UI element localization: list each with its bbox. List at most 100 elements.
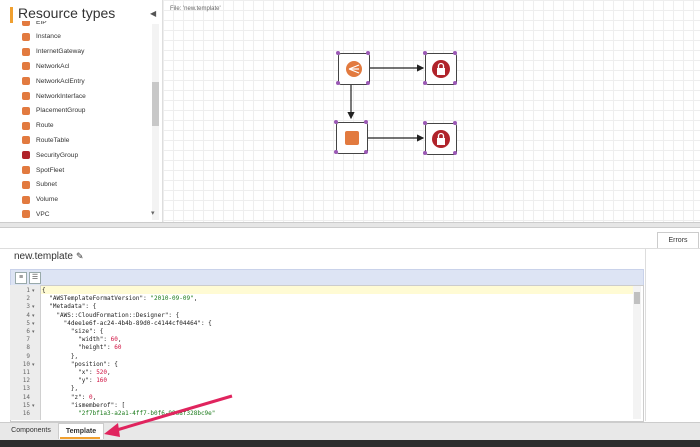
node-handle[interactable] bbox=[366, 51, 370, 55]
line-number: 16 bbox=[22, 410, 30, 417]
line-number: 9 bbox=[26, 352, 30, 360]
resource-item-label: EIP bbox=[36, 18, 47, 26]
resource-item[interactable]: Volume bbox=[22, 193, 58, 207]
node-handle[interactable] bbox=[364, 120, 368, 124]
security-group-node-2[interactable] bbox=[425, 123, 457, 155]
line-number: 1 bbox=[26, 287, 30, 294]
editor-scroll-thumb[interactable] bbox=[634, 292, 640, 304]
node-handle[interactable] bbox=[423, 81, 427, 85]
tab-components[interactable]: Components bbox=[11, 427, 51, 434]
resource-item[interactable]: RouteTable bbox=[22, 133, 69, 147]
node-handle[interactable] bbox=[423, 151, 427, 155]
node-handle[interactable] bbox=[453, 151, 457, 155]
node-handle[interactable] bbox=[453, 51, 457, 55]
load-balancer-node[interactable] bbox=[338, 53, 370, 85]
bottom-tab-bar bbox=[0, 422, 700, 440]
resource-icon bbox=[22, 106, 30, 115]
active-tab-indicator bbox=[60, 437, 100, 439]
resource-item[interactable]: PlacementGroup bbox=[22, 104, 85, 118]
line-number: 10 bbox=[22, 360, 30, 368]
resource-item-label: Volume bbox=[36, 196, 58, 204]
line-number: 7 bbox=[26, 336, 30, 344]
fold-toggle-icon[interactable]: ▾ bbox=[32, 288, 35, 294]
code-editor[interactable] bbox=[10, 285, 644, 422]
security-group-node-1[interactable] bbox=[425, 53, 457, 85]
line-number-gutter bbox=[10, 285, 41, 420]
resource-item[interactable]: Subnet bbox=[22, 178, 57, 192]
resource-icon bbox=[22, 180, 30, 189]
line-number: 4 bbox=[26, 311, 30, 319]
node-handle[interactable] bbox=[336, 81, 340, 85]
instance-node[interactable] bbox=[336, 122, 368, 154]
resource-item[interactable]: VPC bbox=[22, 207, 50, 221]
code-line: "position": { bbox=[42, 360, 118, 368]
resource-item-label: InternetGateway bbox=[36, 48, 85, 56]
editor-scrollbar[interactable] bbox=[633, 286, 641, 419]
resource-item-label: SecurityGroup bbox=[36, 151, 79, 159]
line-number: 5 bbox=[26, 319, 30, 327]
resource-item[interactable]: NetworkAcl bbox=[22, 59, 69, 73]
scroll-down-icon[interactable]: ▾ bbox=[151, 210, 155, 217]
resource-icon bbox=[22, 62, 30, 71]
resource-icon bbox=[22, 77, 30, 86]
resource-item-label: Instance bbox=[36, 33, 61, 41]
footer-bar bbox=[0, 440, 700, 447]
canvas-file-label: File: 'new.template' bbox=[170, 6, 221, 12]
wrap-icon[interactable]: ☰ bbox=[29, 272, 41, 284]
node-handle[interactable] bbox=[423, 121, 427, 125]
line-number: 15 bbox=[22, 401, 30, 409]
format-icon[interactable]: ≡ bbox=[15, 272, 27, 284]
connection-arrows bbox=[347, 64, 425, 142]
resource-icon bbox=[22, 166, 30, 174]
fold-toggle-icon[interactable]: ▾ bbox=[32, 361, 35, 368]
resource-icon bbox=[22, 47, 30, 56]
resource-icon bbox=[22, 21, 30, 26]
node-handle[interactable] bbox=[336, 51, 340, 55]
node-handle[interactable] bbox=[453, 121, 457, 125]
code-line: "AWS::CloudFormation::Designer": { bbox=[42, 311, 180, 319]
code-line: "width": 60, bbox=[42, 336, 122, 344]
edit-name-pencil-icon[interactable]: ✎ bbox=[76, 251, 84, 261]
fold-toggle-icon[interactable]: ▾ bbox=[32, 402, 35, 409]
node-handle[interactable] bbox=[453, 81, 457, 85]
pane-resize-divider[interactable] bbox=[0, 222, 700, 228]
node-handle[interactable] bbox=[423, 51, 427, 55]
tab-errors[interactable]: Errors bbox=[657, 232, 699, 249]
designer-canvas[interactable] bbox=[163, 0, 700, 222]
pointer-arrow-head bbox=[104, 423, 120, 437]
line-number: 11 bbox=[22, 369, 30, 376]
code-line: }, bbox=[42, 352, 79, 360]
collapse-panel-icon[interactable]: ◀ bbox=[150, 9, 157, 18]
fold-toggle-icon[interactable]: ▾ bbox=[32, 320, 35, 327]
resource-item-label: NetworkAcl bbox=[36, 62, 70, 70]
resource-icon bbox=[22, 195, 30, 204]
code-line: "2f7bf1a3-a2a1-4ff7-b0f6-9968f328bc9e" bbox=[78, 410, 216, 417]
resource-list-scroll-thumb[interactable] bbox=[152, 82, 159, 126]
fold-toggle-icon[interactable]: ▾ bbox=[32, 312, 35, 319]
resource-item[interactable]: SpotFleet bbox=[22, 163, 64, 177]
resource-item[interactable]: Instance bbox=[22, 30, 61, 44]
code-line: "ismemberof": [ bbox=[42, 401, 126, 409]
resource-item[interactable]: NetworkAclEntry bbox=[22, 74, 85, 88]
node-handle[interactable] bbox=[334, 120, 338, 124]
resource-item[interactable]: Route bbox=[22, 119, 54, 133]
fold-toggle-icon[interactable]: ▾ bbox=[32, 329, 35, 335]
resource-item[interactable]: EIP bbox=[22, 18, 47, 29]
resource-item[interactable]: SecurityGroup bbox=[22, 148, 78, 162]
tab-template[interactable]: Template bbox=[58, 423, 104, 439]
resource-item[interactable]: NetworkInterface bbox=[22, 89, 86, 103]
node-handle[interactable] bbox=[334, 150, 338, 154]
resource-icon bbox=[22, 210, 30, 219]
instance-icon bbox=[345, 131, 359, 145]
fold-toggle-icon[interactable]: ▾ bbox=[32, 304, 35, 311]
resource-icon bbox=[22, 92, 30, 100]
line-number: 13 bbox=[22, 385, 30, 393]
resource-item-label: SpotFleet bbox=[36, 166, 65, 174]
resource-item[interactable]: InternetGateway bbox=[22, 45, 84, 59]
line-number: 2 bbox=[26, 295, 30, 303]
code-line: "4dee1e6f-ac24-4b4b-89d0-c4144cf04464": … bbox=[42, 319, 212, 327]
node-handle[interactable] bbox=[366, 81, 370, 85]
code-line: { bbox=[42, 287, 46, 294]
node-handle[interactable] bbox=[364, 150, 368, 154]
